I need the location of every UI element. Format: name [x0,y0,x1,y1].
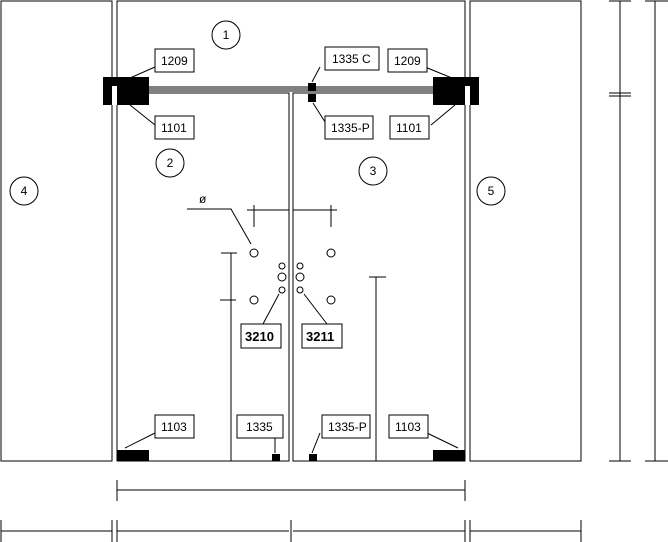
lock-hole-left-3 [278,286,286,294]
lock-hole-right-1 [296,262,304,270]
lock-hole-left-2 [277,272,287,282]
label-1335-floor: 1335 [236,414,284,439]
svg-text:1335: 1335 [246,420,273,434]
label-1103-left: 1103 [154,414,195,439]
top-left-patch-fitting [103,77,149,105]
svg-text:5: 5 [488,184,495,198]
handle-right-leader [303,293,328,325]
svg-text:1103: 1103 [161,420,187,434]
door-width-dimension [116,480,466,501]
svg-text:1335-P: 1335-P [331,121,370,135]
bottom-left-patch-fitting [117,450,149,461]
hole-left-lower [249,295,259,305]
center-lock-block [308,94,316,102]
label-1209-right: 1209 [387,48,428,73]
hole-right-upper [326,248,336,258]
diameter-symbol: ø [199,192,207,206]
handle-left-leader [262,293,280,325]
label-1335c: 1335 C [324,46,380,71]
floor-lock-left-block [272,454,280,461]
panel-number-3: 3 [358,156,388,186]
top-transom-panel [116,0,466,88]
svg-text:1101: 1101 [161,121,187,135]
svg-text:1101: 1101 [396,121,422,135]
svg-text:1103: 1103 [395,420,421,434]
leader-1101-right [430,104,456,126]
label-1209-left: 1209 [154,48,195,73]
label-1335p-top: 1335-P [324,115,374,140]
vertical-dimension [609,0,668,462]
hole-right-lower [326,295,336,305]
label-3211: 3211 [301,323,343,349]
label-1101-right: 1101 [389,115,430,140]
label-1101-left: 1101 [154,115,195,140]
leader-1101-left [129,104,156,126]
lock-hole-left-1 [278,262,286,270]
label-3210: 3210 [240,323,282,349]
panel-number-1: 1 [211,20,241,50]
segment-dimension [0,520,582,542]
panel-number-4: 4 [9,176,39,206]
bottom-right-patch-fitting [433,450,465,461]
panel-number-5: 5 [476,176,506,206]
leader-1103-right [426,432,459,449]
right-door-panel [292,92,466,462]
leader-1209-right [424,66,453,79]
lock-hole-right-2 [295,272,305,282]
right-sidelight-panel [469,0,582,462]
top-right-patch-inner [465,86,470,105]
leader-1335c [311,66,321,83]
top-left-patch-inner [112,86,117,105]
left-door-panel [116,92,290,462]
top-right-patch-fitting [433,77,479,105]
svg-text:1335 C: 1335 C [332,52,371,66]
hole-left-upper [249,248,259,258]
svg-text:3210: 3210 [245,329,274,344]
svg-text:1: 1 [223,28,230,42]
leader-1103-left [124,432,156,449]
center-keep-block [308,83,316,91]
label-1103-right: 1103 [388,414,429,439]
svg-text:2: 2 [167,156,174,170]
lock-hole-right-3 [296,286,304,294]
leader-1335p-floor [311,432,321,454]
floor-lock-right-block [309,454,317,461]
left-sidelight-panel [0,0,113,462]
svg-text:1335-P: 1335-P [328,420,367,434]
diameter-leader [187,208,252,245]
label-1335p-floor: 1335-P [321,414,371,439]
panel-number-2: 2 [155,148,185,178]
svg-text:3211: 3211 [306,329,334,344]
svg-text:3: 3 [370,164,377,178]
leader-1209-left [129,66,156,79]
svg-text:4: 4 [21,184,28,198]
svg-text:1209: 1209 [394,54,421,68]
svg-text:1209: 1209 [161,54,188,68]
